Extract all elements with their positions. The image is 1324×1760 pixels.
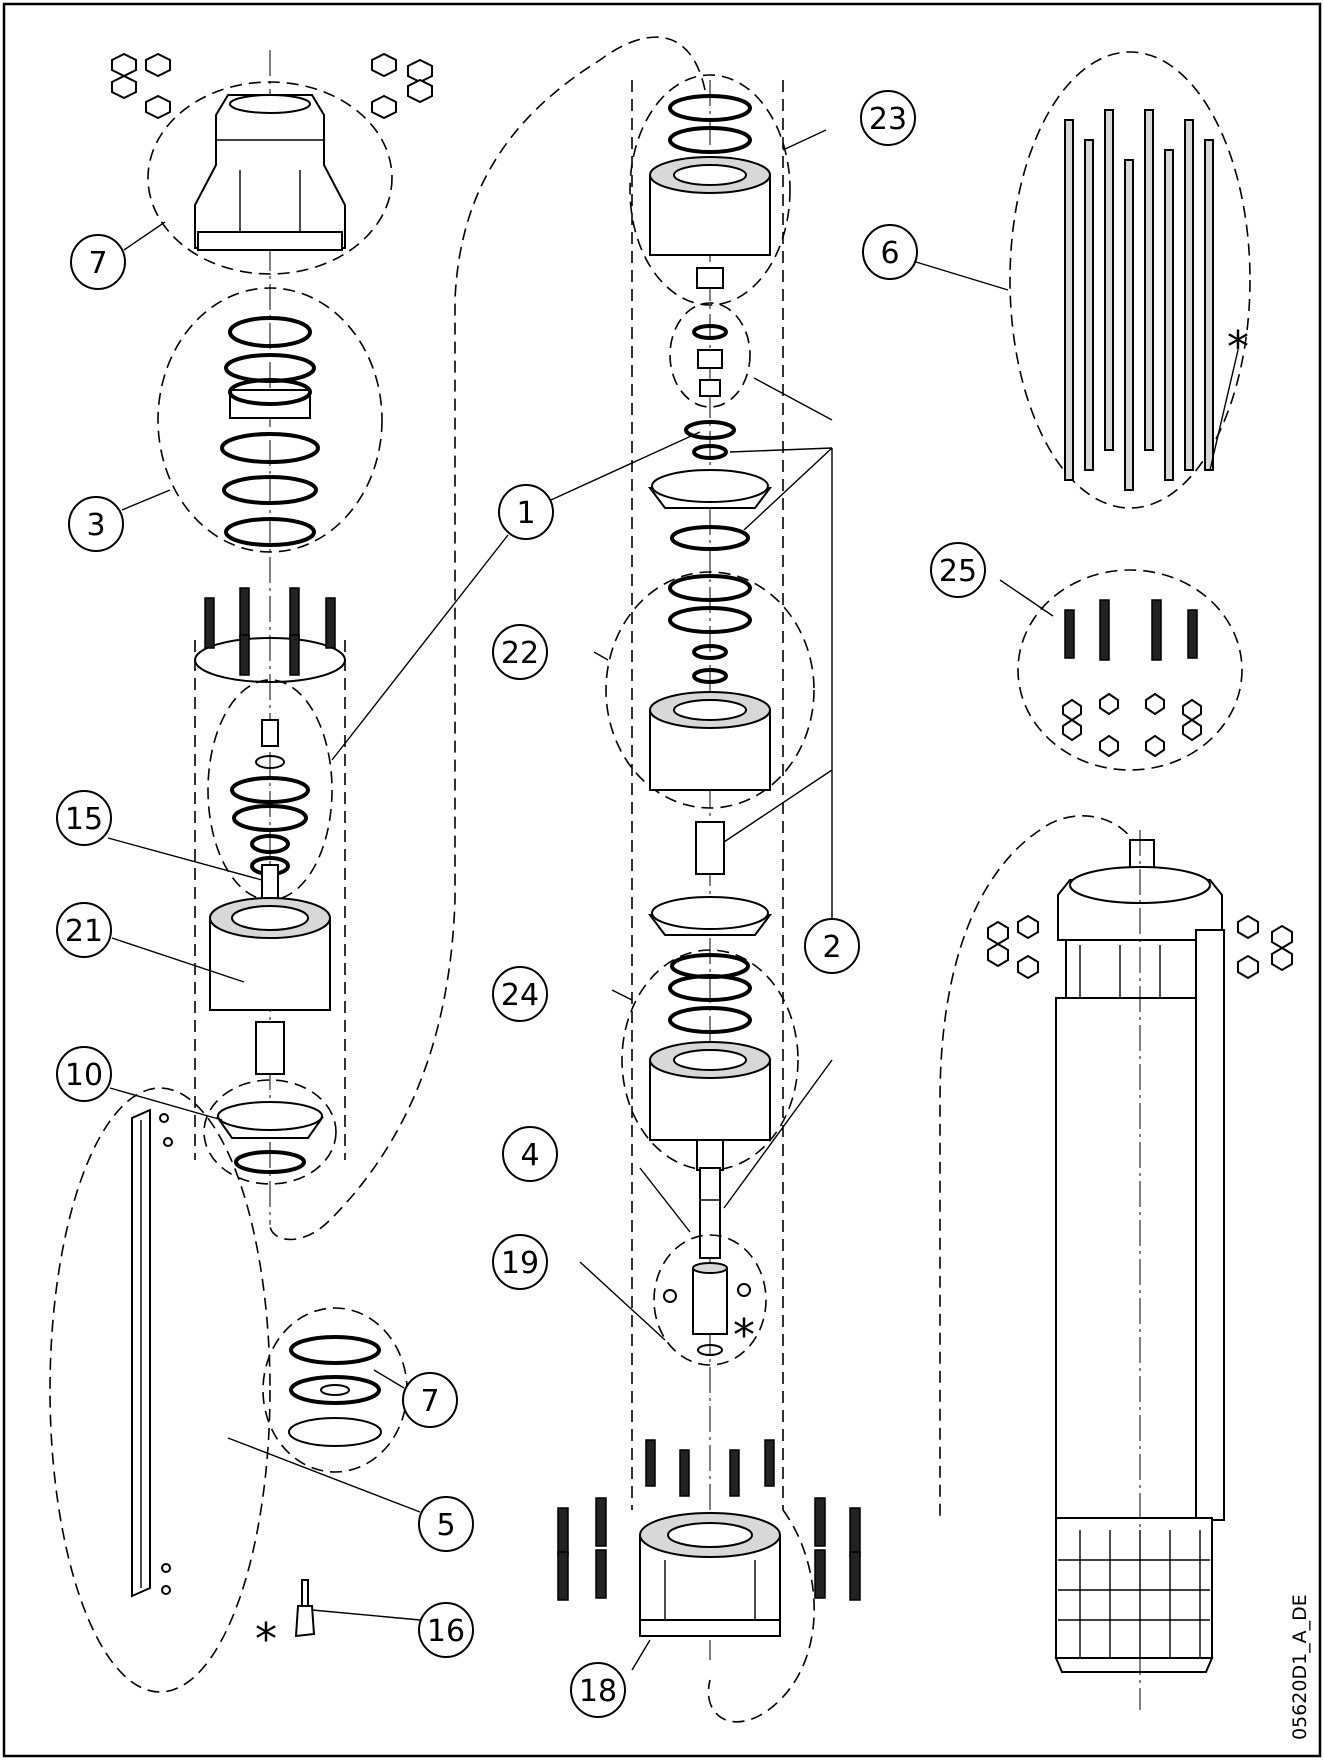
sleeve-center	[695, 821, 725, 875]
group-4-outline	[653, 1234, 767, 1366]
lower-boundary-curve	[707, 1509, 815, 1723]
cable-guard-5	[131, 1108, 173, 1598]
leader-lines	[107, 129, 1239, 1671]
callout-15-label: 15	[65, 802, 103, 837]
callout-23: 23	[860, 90, 916, 146]
callout-2: 2	[804, 918, 860, 974]
rings-stack-3	[220, 316, 320, 547]
callout-3-label: 3	[86, 508, 105, 543]
callout-21-label: 21	[65, 914, 103, 949]
studs-left	[194, 587, 346, 1160]
stage-boundary-curve	[269, 36, 706, 1241]
bowl-21	[209, 864, 331, 1011]
assembled-pump	[1054, 830, 1225, 1710]
bowl-22	[649, 574, 771, 791]
callout-7-label: 7	[420, 1384, 439, 1419]
callout-1-label: 1	[516, 496, 535, 531]
special-marker-coupling: *	[733, 1310, 755, 1361]
nuts-top-left	[111, 52, 433, 120]
cable-clip-16	[294, 1579, 316, 1638]
group-6-outline	[1009, 51, 1251, 509]
callout-2-label: 2	[822, 930, 841, 965]
assembled-pump-curve	[939, 815, 1143, 1520]
special-marker-rods: *	[1227, 322, 1249, 373]
callout-22-label: 22	[501, 636, 539, 671]
callout-6-label: 6	[880, 236, 899, 271]
callout-24: 24	[492, 966, 548, 1022]
callout-25-label: 25	[939, 554, 977, 589]
group-10-outline	[203, 1079, 337, 1185]
callout-19: 19	[492, 1234, 548, 1290]
group-5-outline	[49, 1087, 271, 1693]
impeller-center-top	[648, 420, 772, 551]
sleeve-left	[255, 1021, 285, 1075]
callout-18-label: 18	[579, 1674, 617, 1709]
pump-nuts	[987, 914, 1293, 980]
group-8-outline	[147, 81, 393, 275]
callout-10-label: 10	[65, 1058, 103, 1093]
tie-rods-6	[1064, 109, 1214, 491]
callout-8-label: 7	[88, 246, 107, 281]
callout-5: 5	[418, 1496, 474, 1552]
impeller-10	[216, 1101, 324, 1174]
callout-3: 3	[68, 496, 124, 552]
callout-16: 16	[418, 1602, 474, 1658]
callout-15: 15	[56, 790, 112, 846]
callout-23-label: 23	[869, 102, 907, 137]
callout-10: 10	[56, 1046, 112, 1102]
center-assembly	[269, 36, 861, 1723]
callout-21: 21	[56, 902, 112, 958]
callout-4: 4	[502, 1126, 558, 1182]
group-3-outline	[157, 287, 383, 553]
callout-24-label: 24	[501, 978, 539, 1013]
callout-6: 6	[862, 224, 918, 280]
bolts-18	[557, 1497, 861, 1601]
suction-casing-18	[639, 1512, 781, 1637]
callout-8: 7	[70, 234, 126, 290]
callout-16-label: 16	[427, 1614, 465, 1649]
discharge-head-part	[194, 94, 346, 251]
callout-25: 25	[930, 542, 986, 598]
group-23-outline	[629, 74, 791, 306]
group-25-outline	[1017, 569, 1243, 771]
gaskets-7	[288, 1335, 382, 1447]
callout-4-label: 4	[520, 1138, 539, 1173]
right-assembly	[939, 51, 1293, 1710]
callout-19-label: 19	[501, 1246, 539, 1281]
bushings	[692, 324, 728, 397]
shaft-2	[696, 1139, 724, 1259]
callout-5-label: 5	[436, 1508, 455, 1543]
group-7-outline	[262, 1307, 408, 1473]
bowl-24	[649, 974, 771, 1141]
callout-18: 18	[570, 1662, 626, 1718]
callout-22: 22	[492, 624, 548, 680]
callout-7: 7	[402, 1372, 458, 1428]
coupling-4	[663, 1262, 751, 1356]
left-assembly	[49, 50, 433, 1693]
bowl-23	[649, 94, 771, 289]
special-marker-clip: *	[255, 1614, 277, 1665]
studs-19	[645, 1439, 775, 1497]
callout-1: 1	[498, 484, 554, 540]
bushing-group-outline	[669, 302, 751, 408]
suction-strainer	[1058, 1530, 1210, 1658]
impeller-center-mid	[648, 896, 772, 979]
bolts-nuts-25	[1062, 599, 1202, 758]
group-22-outline	[605, 571, 815, 809]
drawing-code: 05620D1_A_DE	[1289, 1594, 1311, 1740]
